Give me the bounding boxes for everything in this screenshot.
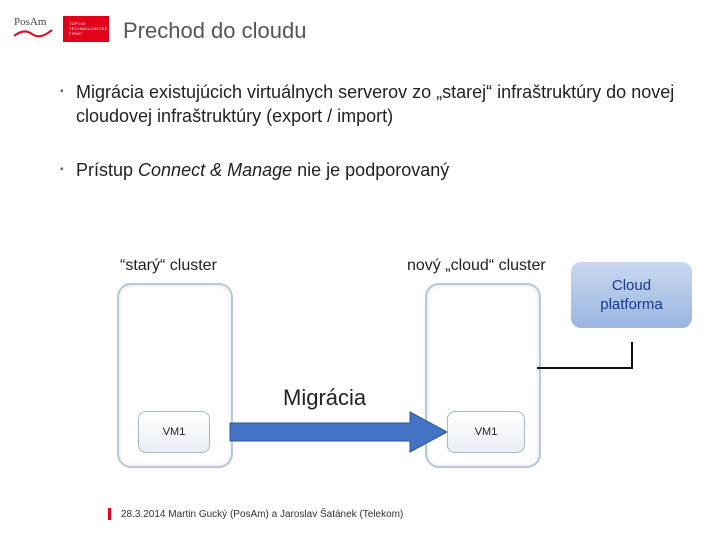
posam-logo-text: PosAm [14, 16, 47, 28]
posam-swoosh-icon [13, 29, 53, 38]
telekom-logo-line: TECHNOLOGICKÉ [69, 26, 108, 31]
bullet-mark-icon: ▪ [60, 164, 64, 175]
bullet-text-suffix: nie je podporovaný [292, 160, 450, 180]
bullet-mark-icon: ▪ [60, 86, 64, 97]
cloud-platform-label: platforma [600, 296, 663, 313]
footer-text: 28.3.2014 Martin Gucký (PosAm) a Jarosla… [121, 509, 404, 520]
bullet-text: Migrácia existujúcich virtuálnych server… [76, 82, 675, 126]
cloud-connector-line [537, 342, 633, 369]
bullet-text: Prístup Connect & Manage nie je podporov… [76, 158, 686, 182]
telekom-logo: TOP100 TECHNOLOGICKÉ FIRMY [63, 16, 109, 42]
cloud-platform-label: Cloud [611, 277, 652, 294]
bullet-text-prefix: Prístup [76, 160, 139, 180]
slide-title: Prechod do cloudu [123, 18, 307, 43]
telekom-logo-line: FIRMY [69, 31, 83, 36]
footer-accent-bar [108, 508, 111, 520]
cloud-platform-box: Cloud platforma [571, 262, 692, 328]
telekom-logo-line: TOP100 [69, 21, 86, 26]
migration-arrow [229, 411, 449, 453]
bullet-text-italic: Connect & Manage [138, 160, 293, 180]
old-cluster-label: “starý“ cluster [120, 257, 217, 274]
vm-old-box: VM1 [138, 411, 210, 453]
vm-new-box: VM1 [447, 411, 525, 453]
posam-logo: PosAm [10, 14, 58, 40]
new-cluster-label: nový „cloud“ cluster [407, 257, 546, 274]
migration-label: Migrácia [283, 385, 367, 410]
